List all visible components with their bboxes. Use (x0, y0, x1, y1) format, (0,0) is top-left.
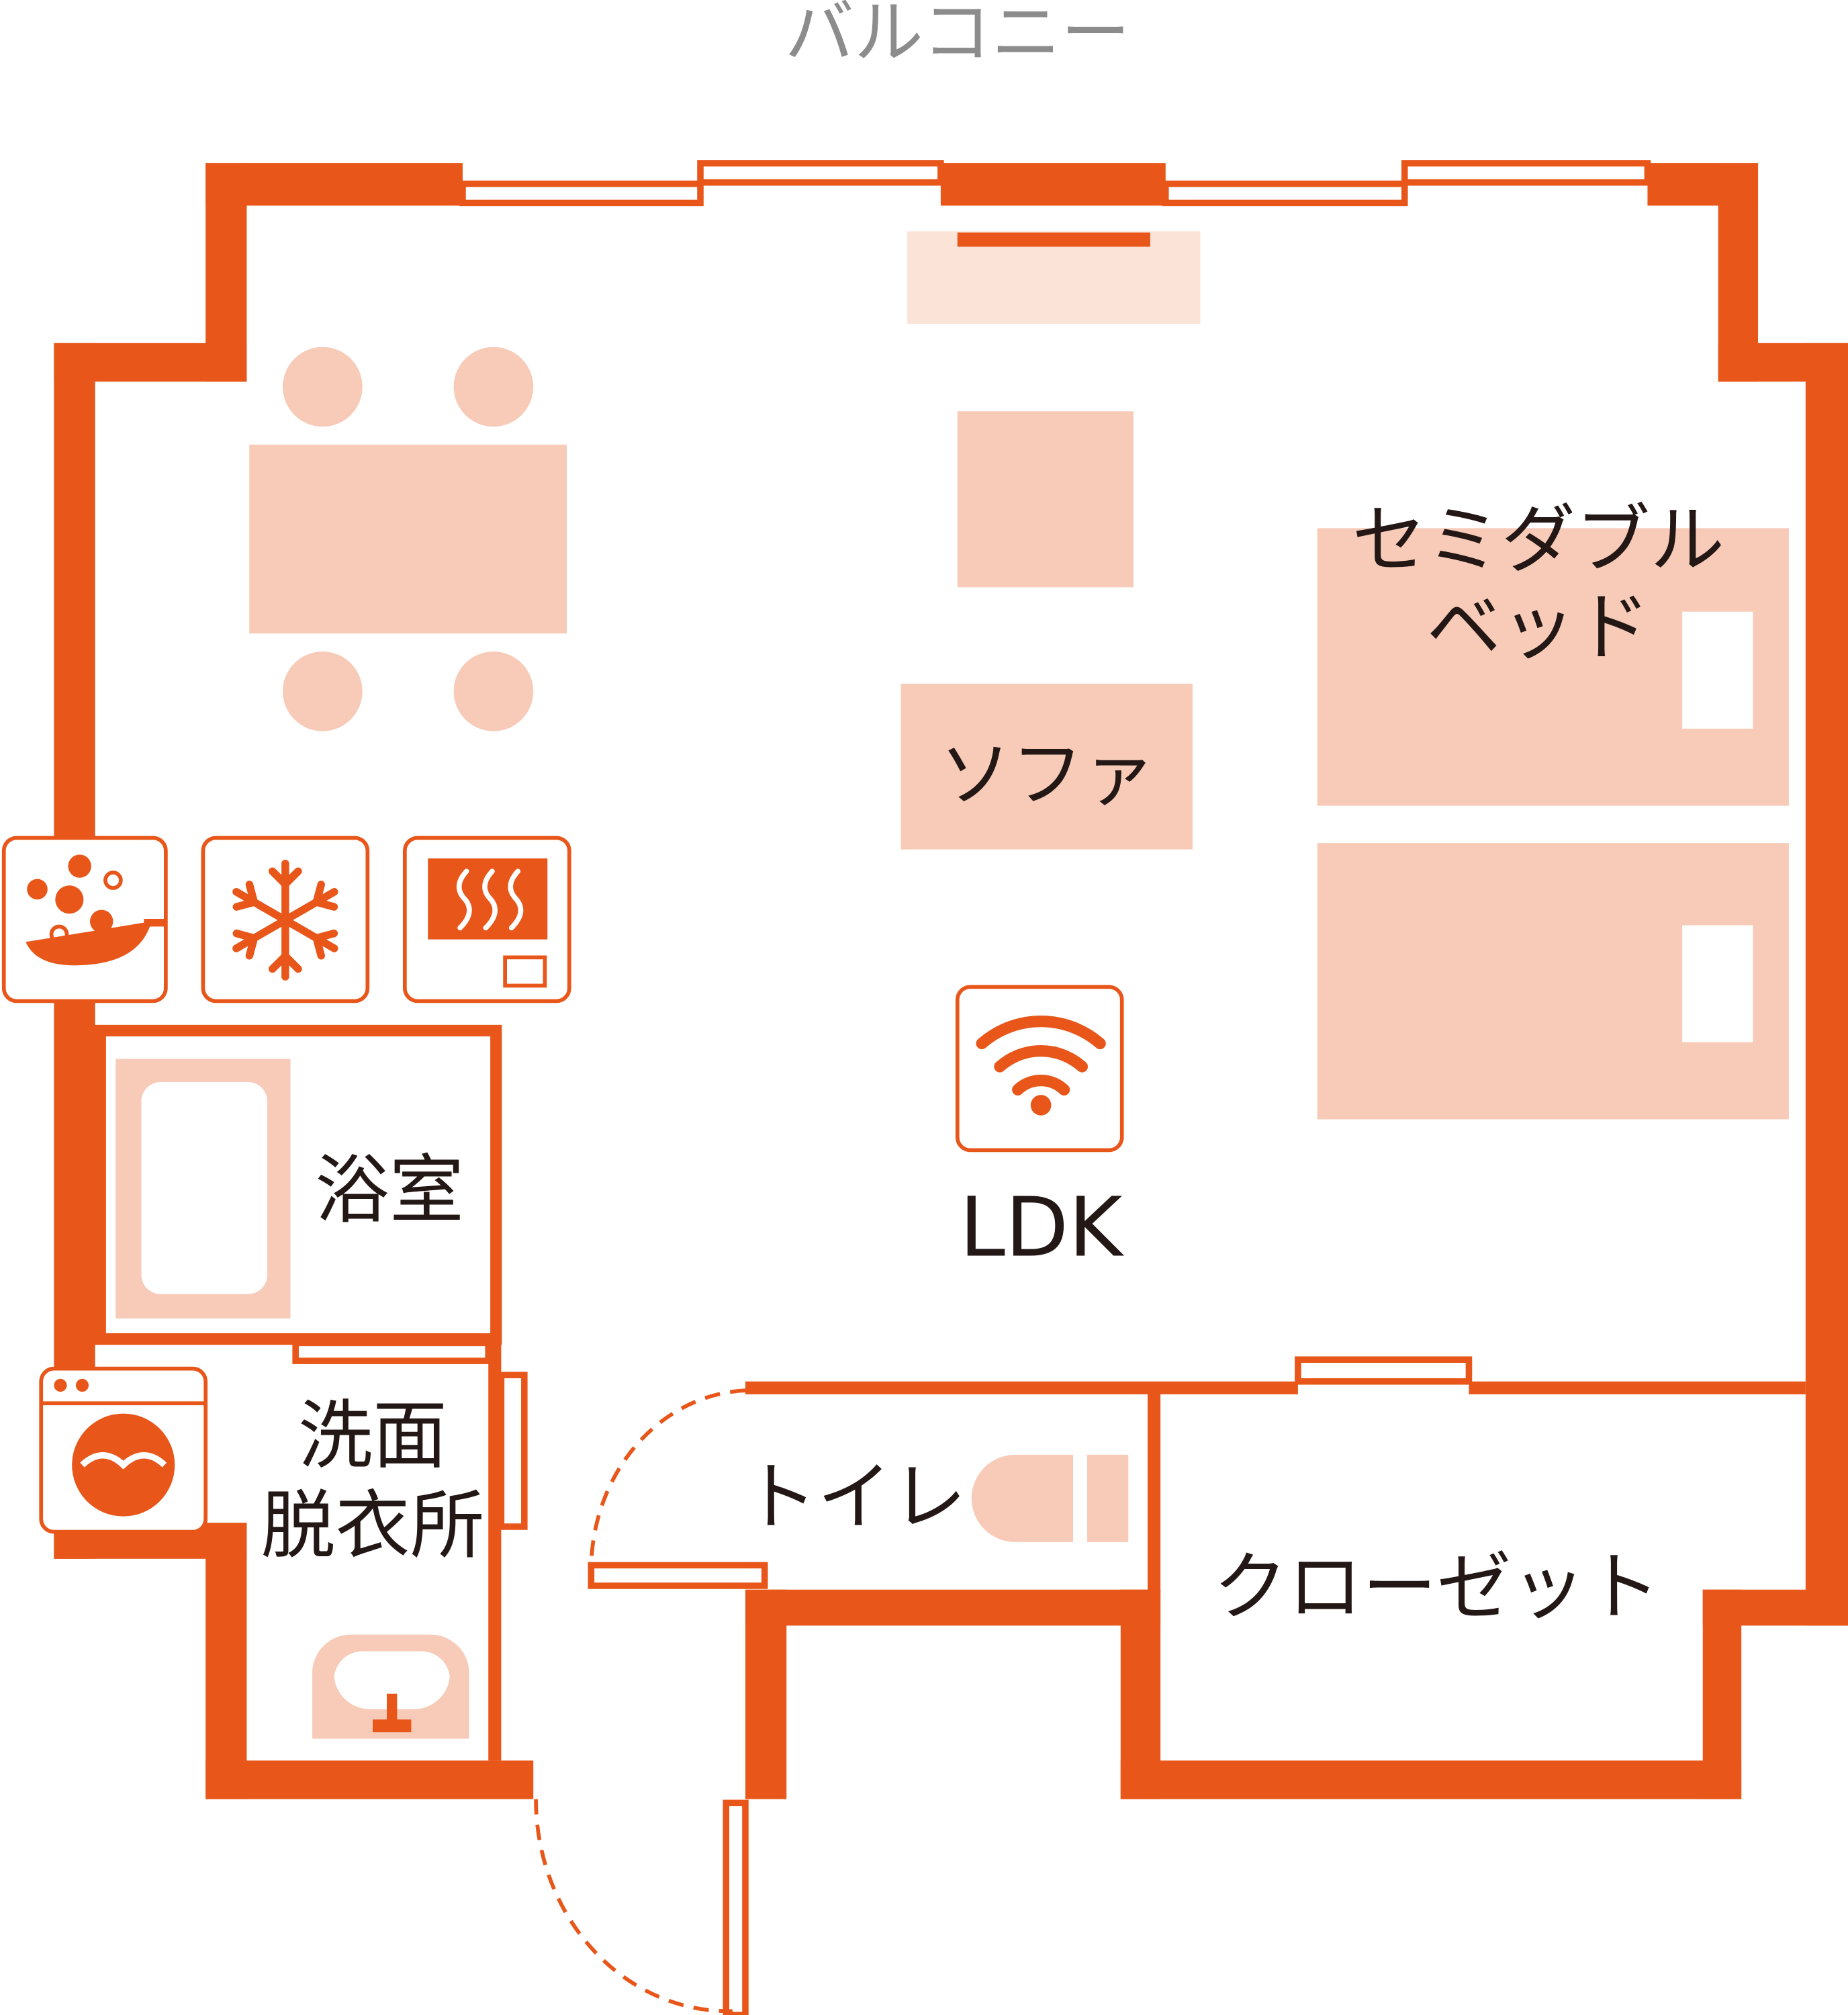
coffee-table (957, 411, 1134, 588)
room-label-washroom: 洗面 (298, 1392, 447, 1479)
room-label-closet: クローゼット (1213, 1544, 1661, 1631)
sofa (900, 683, 1193, 850)
door-swings (534, 1388, 746, 2014)
tv (957, 232, 1150, 247)
room-label-ldk: LDK (960, 1179, 1125, 1275)
room-label-bath: 浴室 (315, 1147, 464, 1234)
dining-table (249, 444, 567, 634)
wifi-icon (955, 985, 1124, 1153)
toilet-tank (1087, 1454, 1129, 1542)
toilet (971, 1454, 1073, 1542)
chair (453, 652, 534, 731)
frying-pan-icon (1, 836, 168, 1003)
pillow (1682, 925, 1753, 1042)
heater-icon (402, 836, 571, 1003)
balcony-label: バルコニー (784, 0, 1130, 73)
washing-machine-icon (39, 1366, 208, 1534)
chair (283, 347, 363, 427)
furniture (116, 231, 1789, 1739)
bathroom-wall (94, 1024, 502, 1345)
pillow (1682, 611, 1753, 729)
room-label-washroom: 脱衣所 (261, 1482, 485, 1569)
sofa-label: ソファ (939, 733, 1155, 817)
snowflake-icon (201, 836, 370, 1003)
bed-label: ベッド (1426, 584, 1650, 671)
chair (283, 652, 363, 731)
room-label-toilet: トイレ (743, 1454, 966, 1541)
windows (292, 160, 1651, 2015)
bed-label: セミダブル (1352, 497, 1724, 584)
chair (453, 347, 534, 427)
